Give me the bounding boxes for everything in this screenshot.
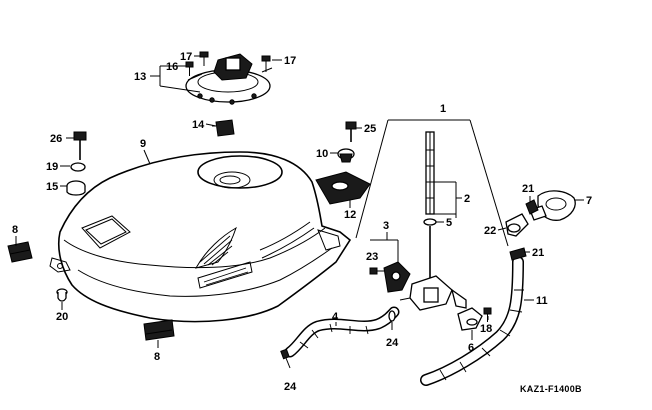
callout-26: 26 [50, 133, 62, 145]
callout-9: 9 [140, 138, 146, 150]
callout-12: 12 [344, 209, 356, 221]
callout-4: 4 [332, 311, 339, 323]
cushion-15 [66, 180, 86, 196]
clip-14 [212, 119, 235, 137]
clip-24-hose-end [280, 348, 290, 360]
callout-16: 16 [166, 61, 178, 73]
screw-17-left [199, 51, 209, 66]
screw-16 [185, 61, 194, 76]
callout-20: 20 [56, 311, 68, 323]
callout-10: 10 [316, 148, 328, 160]
callout-17-right: 17 [284, 55, 296, 67]
callout-3-bracket [370, 232, 399, 262]
fuel-hose-4 [284, 306, 400, 358]
bolt-26 [73, 131, 87, 160]
collar-10 [337, 148, 355, 163]
rubber-8-left [7, 241, 33, 263]
callout-3: 3 [383, 220, 389, 232]
valve-outlet-6 [457, 307, 483, 331]
callout-24-lower: 24 [284, 381, 297, 393]
callout-14: 14 [192, 119, 205, 131]
callout-1-bracket [355, 119, 509, 247]
fuel-tank [49, 151, 352, 323]
callout-21-upper: 21 [522, 183, 534, 195]
callout-1: 1 [440, 103, 446, 115]
clip-21-lower [509, 247, 527, 261]
callout-8-left: 8 [12, 224, 18, 236]
wing-logo [194, 226, 253, 289]
rubber-8-bottom [143, 319, 175, 341]
fuel-hose-11 [420, 256, 524, 386]
leader-lines [15, 55, 584, 369]
callout-18: 18 [480, 323, 492, 335]
clip-24-valve-end [388, 310, 396, 322]
fuel-strainer-2 [423, 131, 437, 226]
callout-2: 2 [464, 193, 470, 205]
tee-joint-22 [505, 213, 529, 237]
callout-11: 11 [536, 295, 548, 307]
callout-8-bottom: 8 [154, 351, 160, 363]
callout-15: 15 [46, 181, 58, 193]
bolt-25 [345, 121, 357, 142]
vent-fitting-7 [529, 190, 576, 221]
clip-21-upper [525, 199, 539, 215]
callout-21-lower: 21 [532, 247, 544, 259]
valve-lever-3 [383, 261, 411, 293]
fuel-valve-body [399, 226, 467, 311]
pin-20 [56, 288, 68, 302]
callout-17-left: 17 [180, 51, 192, 63]
callout-24-right: 24 [386, 337, 399, 349]
callout-7: 7 [586, 195, 592, 207]
callout-13: 13 [134, 71, 146, 83]
washer-19 [70, 162, 86, 172]
fuel-filler-cap [185, 53, 273, 105]
screw-17-right [261, 55, 271, 72]
callout-5: 5 [446, 217, 452, 229]
callout-19: 19 [46, 161, 58, 173]
callout-23: 23 [366, 251, 378, 263]
rubber-mount-12 [315, 171, 371, 205]
callout-6: 6 [468, 342, 474, 354]
callout-22: 22 [484, 225, 496, 237]
drawing-code: KAZ1-F1400B [520, 384, 582, 394]
callout-labels: 1 2 3 4 5 6 7 8 8 9 10 11 12 13 14 15 16… [12, 51, 592, 393]
callout-25: 25 [364, 123, 376, 135]
screw-23 [369, 267, 384, 275]
